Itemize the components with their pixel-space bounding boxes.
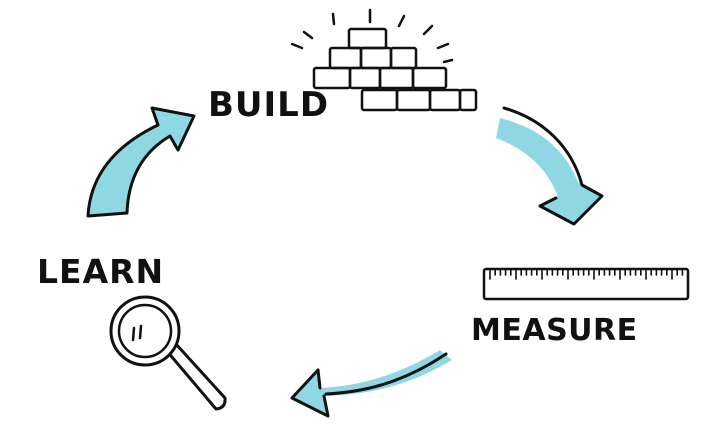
label-learn: LEARN — [37, 252, 164, 291]
label-measure: MEASURE — [471, 313, 638, 348]
arrow-build-to-measure — [496, 106, 604, 226]
arrow-measure-to-learn — [290, 350, 452, 418]
magnifying-glass-icon — [109, 295, 227, 411]
ruler-icon — [482, 267, 690, 301]
label-build: BUILD — [208, 85, 329, 125]
arrow-learn-to-build — [86, 106, 196, 218]
brick-wall-icon — [290, 8, 478, 112]
